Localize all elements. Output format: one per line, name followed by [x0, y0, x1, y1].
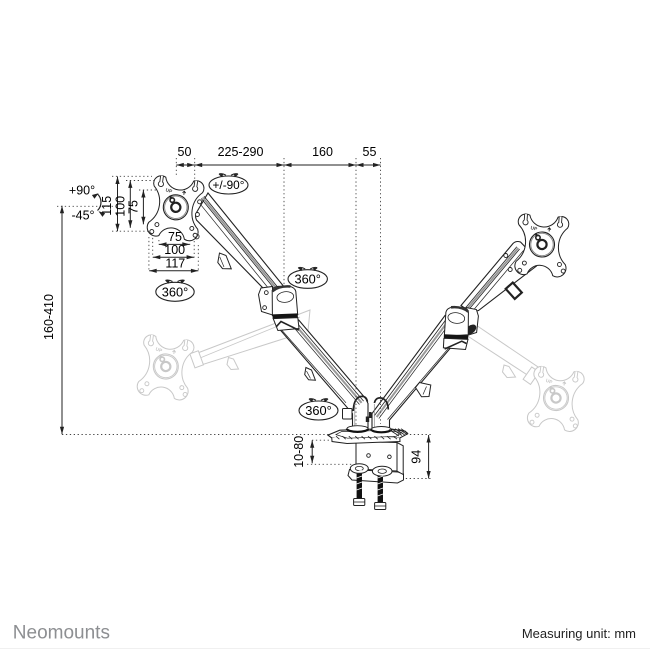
svg-text:225-290: 225-290: [218, 145, 264, 159]
svg-text:360°: 360°: [305, 403, 331, 418]
svg-text:117: 117: [165, 257, 185, 271]
svg-text:160: 160: [312, 145, 333, 159]
svg-text:75: 75: [127, 200, 141, 214]
svg-text:75: 75: [168, 230, 182, 244]
svg-text:160-410: 160-410: [42, 294, 56, 340]
svg-text:-45°: -45°: [71, 209, 94, 223]
svg-text:UP: UP: [545, 378, 554, 386]
svg-text:+90°: +90°: [69, 184, 95, 198]
svg-text:UP: UP: [165, 187, 174, 195]
svg-text:Measuring unit: mm: Measuring unit: mm: [522, 626, 636, 641]
svg-text:100: 100: [113, 196, 127, 217]
svg-text:360°: 360°: [294, 272, 320, 287]
svg-text:Neomounts: Neomounts: [13, 622, 110, 643]
svg-text:100: 100: [164, 243, 185, 257]
svg-text:UP: UP: [155, 346, 164, 354]
svg-text:115: 115: [100, 196, 114, 216]
svg-text:+/-90°: +/-90°: [213, 178, 245, 192]
svg-text:360°: 360°: [162, 284, 188, 299]
svg-text:50: 50: [178, 145, 192, 159]
svg-text:94: 94: [410, 450, 424, 464]
svg-text:10-80: 10-80: [292, 436, 306, 468]
svg-text:55: 55: [363, 145, 377, 159]
svg-text:UP: UP: [530, 225, 539, 233]
